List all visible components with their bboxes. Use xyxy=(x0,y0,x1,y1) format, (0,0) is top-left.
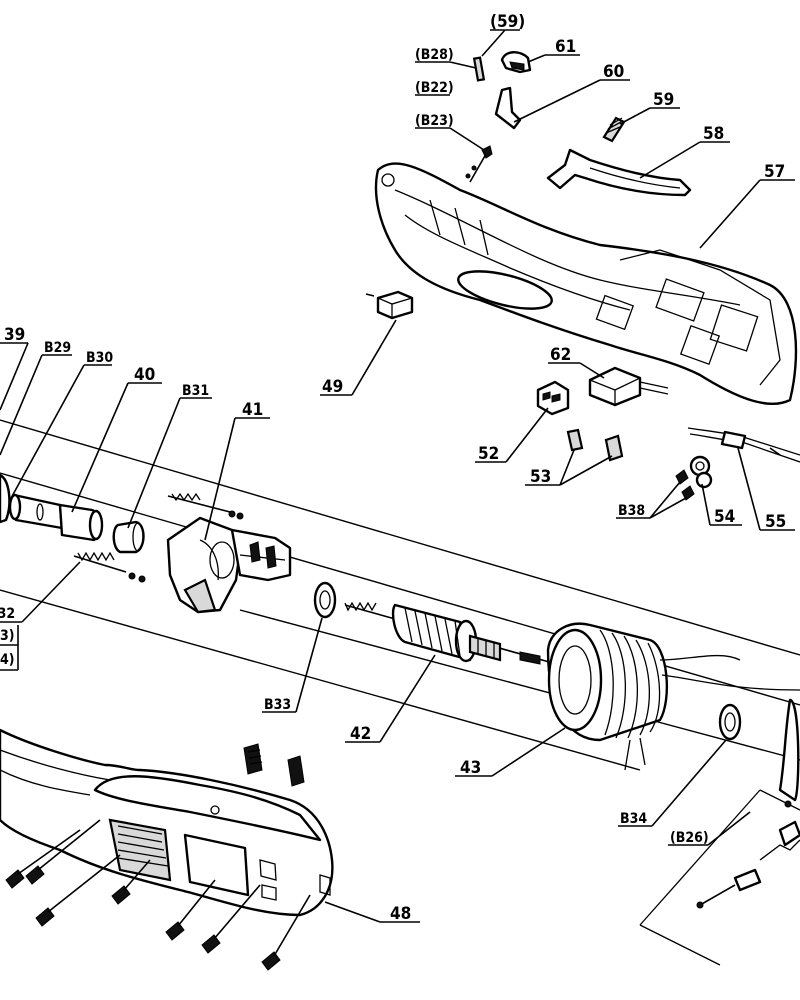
label-59-ref: (59) xyxy=(490,12,525,32)
bearing-B31 xyxy=(112,520,145,554)
label-B38: B38 xyxy=(618,503,645,519)
gear-housing-41 xyxy=(166,492,292,614)
label-B29: B29 xyxy=(44,340,71,356)
capacitor-62 xyxy=(588,366,669,407)
label-41: 41 xyxy=(242,400,263,420)
label-boxes xyxy=(0,625,19,671)
label-B3x: 3) xyxy=(0,628,15,644)
label-leaders xyxy=(0,29,795,923)
label-39: 39 xyxy=(4,325,25,345)
assembly-axis-lines xyxy=(0,419,800,771)
lower-housing-48 xyxy=(0,728,334,917)
label-B30: B30 xyxy=(86,350,113,366)
label-4x: 4) xyxy=(0,652,15,668)
shaft-40 xyxy=(8,493,104,542)
bearing-B34 xyxy=(718,703,742,741)
label-62: 62 xyxy=(550,345,571,365)
label-60: 60 xyxy=(603,62,624,82)
screw-B23 xyxy=(465,145,493,183)
screws-B38 xyxy=(675,469,695,501)
label-43: 43 xyxy=(460,758,481,778)
label-61: 61 xyxy=(555,37,576,57)
housing-half-57 xyxy=(374,162,798,406)
switch-49 xyxy=(365,290,414,320)
label-40: 40 xyxy=(134,365,155,385)
spring-B28 xyxy=(472,56,486,82)
screws-lower xyxy=(5,819,311,971)
part-labels: (59) 61 (B28) 60 (B22) 59 (B23) 58 57 49… xyxy=(0,12,786,924)
lever-60 xyxy=(494,86,522,130)
screw-B32 xyxy=(73,551,146,583)
label-B22: (B22) xyxy=(415,80,454,96)
bearing-B33 xyxy=(313,581,337,619)
label-48: 48 xyxy=(390,904,411,924)
label-B34: B34 xyxy=(620,811,647,827)
label-B31: B31 xyxy=(182,383,209,399)
housing-fragment-right xyxy=(778,698,800,802)
label-B33: B33 xyxy=(264,697,291,713)
spring-59 xyxy=(602,116,626,143)
lock-button-61 xyxy=(500,51,532,74)
trigger-58 xyxy=(546,148,692,197)
label-58: 58 xyxy=(703,124,724,144)
armature-42 xyxy=(344,601,561,666)
label-B23: (B23) xyxy=(415,113,454,129)
cable-55 xyxy=(687,427,800,463)
label-49: 49 xyxy=(322,377,343,397)
label-52: 52 xyxy=(478,444,499,464)
label-42: 42 xyxy=(350,724,371,744)
cable-clamp-54 xyxy=(689,455,713,489)
carbon-brushes-53 xyxy=(566,428,624,462)
switch-detail-B26 xyxy=(639,789,800,966)
stator-43 xyxy=(546,622,800,771)
label-B28: (B28) xyxy=(415,47,454,63)
label-55: 55 xyxy=(765,512,786,532)
label-53: 53 xyxy=(530,467,551,487)
label-59: 59 xyxy=(653,90,674,110)
part-39-fragment xyxy=(0,473,11,524)
label-B26: (B26) xyxy=(670,830,709,846)
terminal-block-52 xyxy=(536,380,570,416)
label-B32: B32 xyxy=(0,606,15,622)
carbon-brushes-lower xyxy=(243,743,305,787)
label-54: 54 xyxy=(714,507,735,527)
label-57: 57 xyxy=(764,162,785,182)
